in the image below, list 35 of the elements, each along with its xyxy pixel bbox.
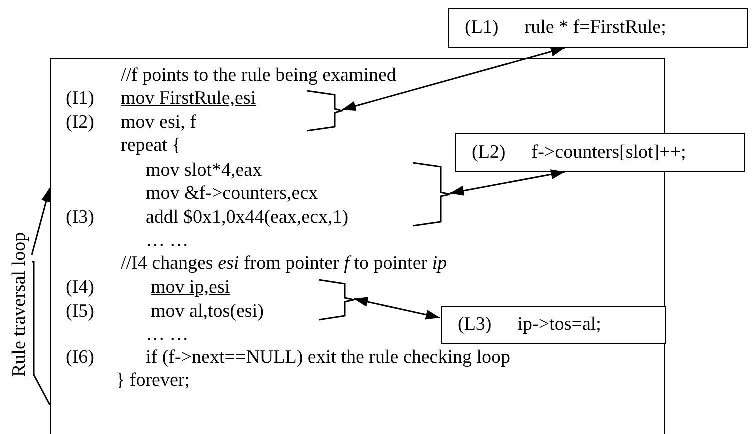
ellipsis: … … — [146, 230, 189, 252]
code-line: mov al,tos(esi) — [151, 301, 264, 323]
code-line: rule * f=FirstRule; — [524, 17, 666, 39]
double-arrow — [450, 170, 566, 196]
code-line: mov slot*4,eax — [146, 160, 262, 182]
code-line: mov ip,esi — [151, 277, 230, 299]
annotation-box — [448, 8, 748, 48]
vertical-label: Rule traversal loop — [8, 205, 32, 405]
line-number: (L3) — [458, 314, 492, 336]
code-line: mov &f->counters,ecx — [146, 183, 318, 205]
code-line: f->counters[slot]++; — [532, 142, 686, 164]
line-number: (L2) — [472, 142, 506, 164]
annotation-box — [455, 133, 745, 172]
line-number: (L1) — [465, 17, 499, 39]
code-comment: //I4 changes esi from pointer f to pointer ip — [121, 253, 448, 275]
line-number: (I1) — [66, 88, 94, 110]
line-number: (I5) — [66, 301, 94, 323]
code-line: if (f->next==NULL) exit the rule checking loop — [146, 347, 511, 369]
arrow — [31, 188, 52, 256]
double-arrow — [354, 297, 440, 320]
code-line: } forever; — [116, 370, 190, 392]
line-number: (I2) — [66, 112, 94, 134]
code-comment: //f points to the rule being examined — [121, 65, 396, 87]
code-line: mov FirstRule,esi — [121, 88, 256, 110]
double-arrow — [342, 46, 566, 112]
line-number: (I6) — [66, 347, 94, 369]
code-line: repeat { — [121, 135, 182, 157]
annotation-box — [441, 306, 666, 344]
line-number: (I3) — [66, 207, 94, 229]
code-line: ip->tos=al; — [518, 314, 602, 336]
bracket-line — [32, 261, 51, 406]
line-number: (I4) — [66, 277, 94, 299]
code-line: addl $0x1,0x44(eax,ecx,1) — [146, 207, 349, 229]
code-line: mov esi, f — [121, 112, 196, 134]
ellipsis: … … — [146, 324, 189, 346]
